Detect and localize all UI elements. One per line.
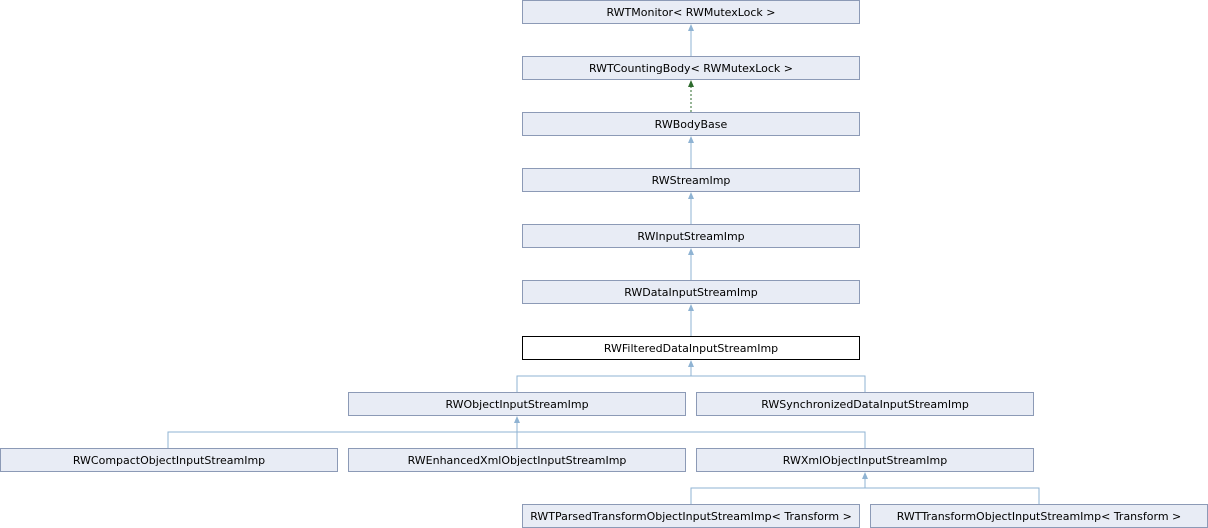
node-label: RWStreamImp [652, 174, 731, 187]
node-rwinputstreamimp[interactable]: RWInputStreamImp [522, 224, 860, 248]
node-rwtmonitor[interactable]: RWTMonitor< RWMutexLock > [522, 0, 860, 24]
node-rwtparsedtransformobjectinputstreamimp[interactable]: RWTParsedTransformObjectInputStreamImp< … [522, 504, 860, 528]
arrowhead [862, 472, 868, 479]
node-label: RWBodyBase [655, 118, 728, 131]
node-rwcompactobjectinputstreamimp[interactable]: RWCompactObjectInputStreamImp [0, 448, 338, 472]
node-rwdatainputstreamimp[interactable]: RWDataInputStreamImp [522, 280, 860, 304]
node-rwsynchronizeddatainputstreamimp[interactable]: RWSynchronizedDataInputStreamImp [696, 392, 1034, 416]
node-label: RWDataInputStreamImp [624, 286, 758, 299]
arrowhead [688, 80, 694, 87]
edge-synchronized-to-filtered [691, 375, 866, 392]
node-rwstreamimp[interactable]: RWStreamImp [522, 168, 860, 192]
edges [167, 24, 1040, 504]
node-label: RWXmlObjectInputStreamImp [783, 454, 947, 467]
edge-parsedtransform-to-xml [690, 478, 866, 504]
node-rwobjectinputstreamimp[interactable]: RWObjectInputStreamImp [348, 392, 686, 416]
node-rwfiltereddatainputstreamimp: RWFilteredDataInputStreamImp [522, 336, 860, 360]
node-rwtcountingbody[interactable]: RWTCountingBody< RWMutexLock > [522, 56, 860, 80]
node-label: RWTParsedTransformObjectInputStreamImp< … [530, 510, 852, 523]
edge-objectinputstreamimp-to-filtered [516, 366, 692, 392]
node-rwxmlobjectinputstreamimp[interactable]: RWXmlObjectInputStreamImp [696, 448, 1034, 472]
node-rwenhancedxmlobjectinputstreamimp[interactable]: RWEnhancedXmlObjectInputStreamImp [348, 448, 686, 472]
arrowhead [688, 304, 694, 311]
arrowhead [514, 416, 520, 423]
node-label: RWInputStreamImp [637, 230, 744, 243]
node-rwttransformobjectinputstreamimp[interactable]: RWTTransformObjectInputStreamImp< Transf… [870, 504, 1208, 528]
node-label: RWTTransformObjectInputStreamImp< Transf… [897, 510, 1182, 523]
arrowhead [688, 360, 694, 367]
edge-xml-to-objectinputstreamimp [517, 431, 866, 448]
node-label: RWEnhancedXmlObjectInputStreamImp [408, 454, 627, 467]
node-label: RWFilteredDataInputStreamImp [604, 342, 778, 355]
node-label: RWTMonitor< RWMutexLock > [606, 6, 775, 19]
node-label: RWCompactObjectInputStreamImp [73, 454, 265, 467]
edge-compact-to-objectinputstreamimp [167, 422, 518, 448]
node-rwbodybase[interactable]: RWBodyBase [522, 112, 860, 136]
arrowhead [688, 192, 694, 199]
node-label: RWObjectInputStreamImp [445, 398, 588, 411]
node-label: RWSynchronizedDataInputStreamImp [761, 398, 969, 411]
node-label: RWTCountingBody< RWMutexLock > [589, 62, 793, 75]
arrowhead [688, 136, 694, 143]
edge-transform-to-xml [865, 487, 1040, 504]
arrowhead [688, 24, 694, 31]
arrowhead [688, 248, 694, 255]
